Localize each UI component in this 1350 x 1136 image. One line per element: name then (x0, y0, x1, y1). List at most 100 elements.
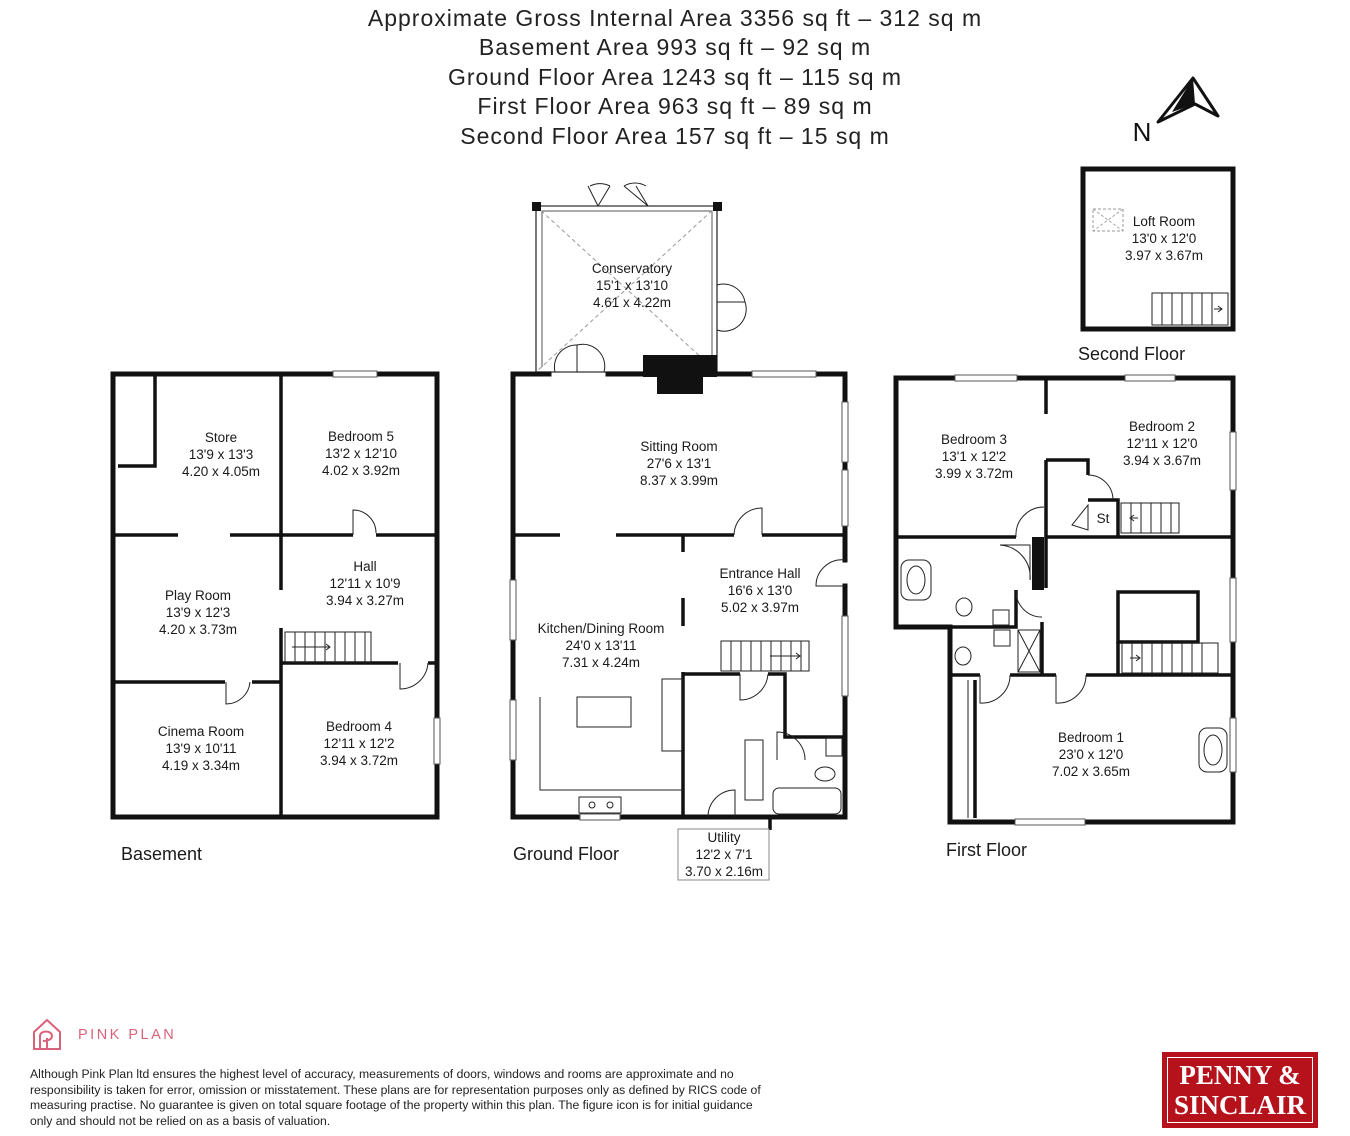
basement-label: Basement (121, 844, 202, 864)
bathroom-door (1015, 589, 1043, 618)
bedroom1-name: Bedroom 1 (1058, 730, 1124, 745)
cinema-metric: 4.19 x 3.34m (162, 758, 240, 773)
first-window (954, 374, 1018, 382)
first-window (1229, 717, 1237, 773)
utility-inner-door (739, 673, 769, 701)
chimney-breast (657, 372, 703, 394)
basement-area-line: Basement Area 993 sq ft – 92 sq m (478, 34, 872, 61)
kitchen-name: Kitchen/Dining Room (538, 621, 665, 636)
bedroom5-metric: 4.02 x 3.92m (322, 463, 400, 478)
basement-window (433, 717, 441, 765)
wc-basin-icon (825, 737, 843, 757)
kitchen-unit (661, 678, 683, 752)
playroom-imperial: 13'9 x 12'3 (166, 605, 230, 620)
utility-name: Utility (708, 830, 741, 845)
first-floor-label: First Floor (946, 840, 1027, 860)
conservatory-name: Conservatory (592, 261, 673, 276)
first-window (1229, 577, 1237, 643)
store-imperial: 13'9 x 13'3 (189, 447, 253, 462)
shower-icon (999, 544, 1031, 581)
bedroom3-door (1015, 506, 1045, 538)
ground-window (751, 370, 817, 378)
pink-plan-wordmark: PINK PLAN (78, 1027, 177, 1043)
ground-window (509, 579, 517, 641)
front-door (815, 559, 846, 587)
first-window (1229, 431, 1237, 491)
agent-logo-line1: PENNY & (1179, 1060, 1301, 1090)
conservatory-side-door (716, 283, 747, 332)
bedroom4-name: Bedroom 4 (326, 719, 393, 734)
first-stairs (1120, 502, 1219, 674)
floor-plan: N Store 13'9 x 13'3 4.20 x 4.05m Bedroom… (110, 76, 1237, 881)
store-name: Store (205, 430, 237, 445)
conservatory-imperial: 15'1 x 13'10 (596, 278, 668, 293)
playroom-name: Play Room (165, 588, 231, 603)
loft-room-metric: 3.97 x 3.67m (1125, 248, 1203, 263)
bedroom3-imperial: 13'1 x 12'2 (942, 449, 1006, 464)
disclaimer-text: Although Pink Plan ltd ensures the highe… (30, 1067, 761, 1128)
ground-floor-plan: Conservatory 15'1 x 13'10 4.61 x 4.22m S… (509, 182, 849, 881)
sitting-room-metric: 8.37 x 3.99m (640, 473, 718, 488)
conservatory (532, 182, 747, 373)
hall-imperial: 12'11 x 10'9 (330, 576, 401, 591)
first-window (1124, 374, 1176, 382)
hall-metric: 3.94 x 3.27m (326, 593, 404, 608)
loft-outline (1080, 166, 1236, 332)
ground-stairs (720, 640, 810, 672)
ensuite-basin-icon (993, 629, 1011, 647)
second-floor-label: Second Floor (1078, 344, 1185, 364)
ground-window (841, 615, 849, 697)
bath-icon (900, 559, 932, 601)
store-cupboard-wall (118, 374, 157, 468)
bedroom1-metric: 7.02 x 3.65m (1052, 764, 1130, 779)
ground-floor-label: Ground Floor (513, 844, 619, 864)
second-floor-plan: Loft Room 13'0 x 12'0 3.97 x 3.67m Secon… (1078, 166, 1236, 364)
ensuite-door (979, 674, 1011, 704)
north-label: N (1133, 117, 1152, 147)
utility-sink-icon (744, 739, 764, 801)
playroom-metric: 4.20 x 3.73m (159, 622, 237, 637)
utility-wall (681, 672, 845, 817)
bedroom5-name: Bedroom 5 (328, 429, 394, 444)
kitchen-sink-icon (578, 796, 622, 814)
conservatory-garden-door (553, 343, 606, 373)
ground-window (579, 813, 621, 821)
first-area-line: First Floor Area 963 sq ft – 89 sq m (477, 93, 873, 120)
ensuite-shower-icon (1017, 629, 1041, 673)
void-wall (1116, 590, 1200, 644)
bedroom1-bath-icon (1198, 727, 1228, 773)
bedroom2-metric: 3.94 x 3.67m (1123, 453, 1201, 468)
second-area-line: Second Floor Area 157 sq ft – 15 sq m (460, 122, 890, 149)
cinema-imperial: 13'9 x 10'11 (166, 741, 237, 756)
sitting-room-imperial: 27'6 x 13'1 (647, 456, 711, 471)
first-window (1014, 818, 1086, 826)
bedroom2-name: Bedroom 2 (1129, 419, 1195, 434)
bedroom3-metric: 3.99 x 3.72m (935, 466, 1013, 481)
entrance-hall-metric: 5.02 x 3.97m (721, 600, 799, 615)
first-wall (1046, 458, 1120, 537)
loft-room-name: Loft Room (1133, 214, 1195, 229)
loft-stairs (1151, 292, 1229, 326)
utility-metric: 3.70 x 2.16m (685, 864, 763, 879)
first-wall (950, 590, 1018, 629)
bedroom1-imperial: 23'0 x 12'0 (1059, 747, 1123, 762)
hall-name: Hall (353, 559, 376, 574)
conservatory-metric: 4.61 x 4.22m (593, 295, 671, 310)
bedroom1-door (1055, 674, 1087, 704)
bedroom3-name: Bedroom 3 (941, 432, 1007, 447)
kitchen-worktop (539, 697, 683, 791)
utility-label-box (677, 828, 770, 881)
bedroom2-imperial: 12'11 x 12'0 (1127, 436, 1198, 451)
bath-icon (772, 787, 842, 815)
pink-plan-logo-icon (33, 1018, 61, 1050)
agent-logo-line2: SINCLAIR (1173, 1090, 1307, 1120)
north-compass-icon: N (1133, 76, 1220, 147)
basement-plan: Store 13'9 x 13'3 4.20 x 4.05m Bedroom 5… (110, 370, 441, 864)
bedroom4-metric: 3.94 x 3.72m (320, 753, 398, 768)
bedroom5-door (352, 509, 377, 535)
penny-sinclair-logo: PENNY & SINCLAIR (1162, 1052, 1318, 1128)
cinema-name: Cinema Room (158, 724, 244, 739)
store-st-label: St (1097, 511, 1110, 526)
kitchen-imperial: 24'0 x 13'11 (566, 638, 637, 653)
first-floor-plan: Bedroom 3 13'1 x 12'2 3.99 x 3.72m Bedro… (893, 374, 1237, 860)
